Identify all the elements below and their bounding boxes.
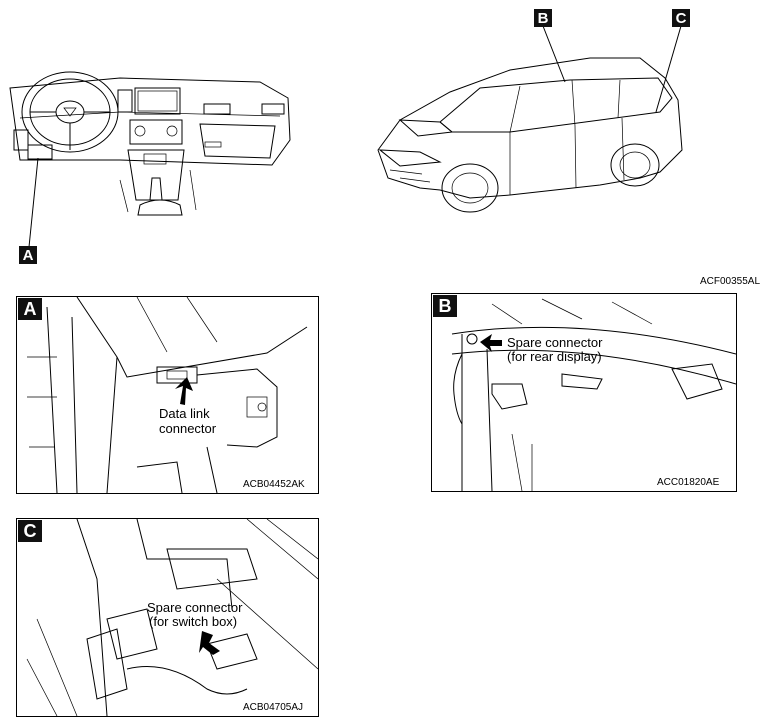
callout-c-badge: C: [672, 9, 690, 27]
panel-c-badge: C: [18, 520, 42, 542]
panel-b-rear-display-connector: B Spare connector (for rear display) ACC…: [431, 293, 737, 492]
vehicle-illustration: B C: [360, 0, 779, 290]
overview-figure-code: ACF00355AL: [700, 276, 761, 287]
panel-a-label-line2: connector: [159, 421, 217, 436]
callout-b-badge: B: [534, 9, 552, 27]
panel-a-figure-code: ACB04452AK: [243, 479, 305, 490]
panel-b-label-line2: (for rear display): [507, 349, 602, 364]
panel-b-label-line1: Spare connector: [507, 335, 603, 350]
panel-a-badge: A: [18, 298, 42, 320]
callout-a-badge: A: [19, 246, 37, 264]
panel-a-data-link-connector: A Data link connector ACB04452AK: [16, 296, 319, 494]
panel-c-label-line2: (for switch box): [149, 614, 238, 629]
panel-b-figure-code: ACC01820AE: [657, 477, 720, 488]
panel-c-switch-box-connector: C Spare connector (for switch box) ACB04…: [16, 518, 319, 717]
panel-c-label-line1: Spare connector: [147, 600, 243, 615]
panel-a-label-line1: Data link: [159, 406, 210, 421]
panel-c-figure-code: ACB04705AJ: [243, 702, 304, 713]
panel-b-badge: B: [433, 295, 457, 317]
dashboard-illustration: A: [0, 0, 300, 270]
